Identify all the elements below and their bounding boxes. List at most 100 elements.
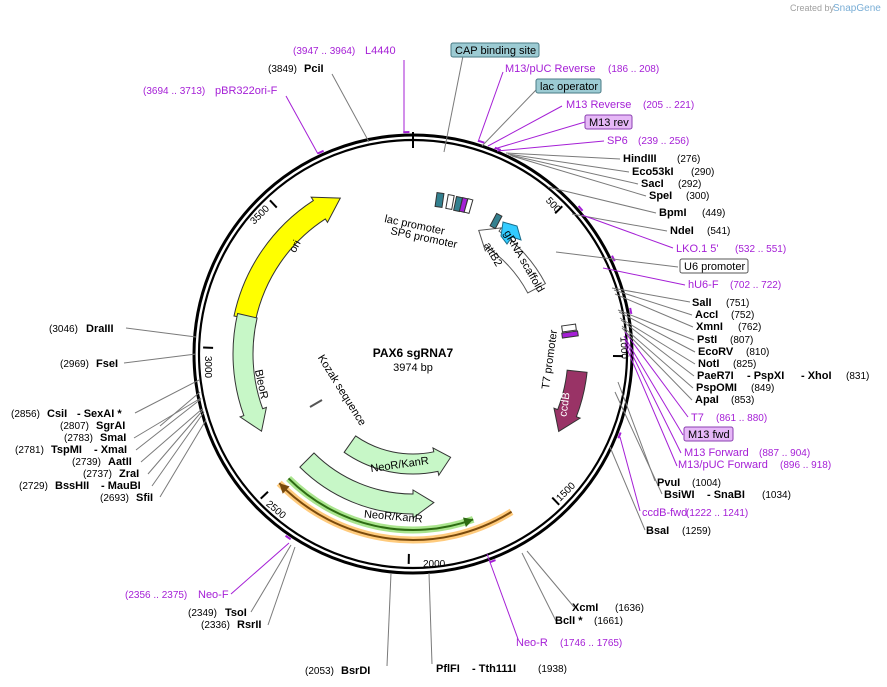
cap-site-block	[434, 192, 445, 208]
m13-rev-label: M13 rev	[589, 117, 629, 129]
ccdb-label: ccdB	[557, 392, 572, 418]
leader-psti	[617, 309, 695, 341]
leader-noti	[619, 317, 696, 365]
leader-xmni	[614, 293, 694, 328]
leader-draiii	[125, 327, 197, 338]
bsshii-pos: (2729)	[19, 481, 48, 492]
leader-eco53ki	[507, 153, 630, 173]
leader-fsei	[123, 353, 197, 364]
leader-saci	[509, 154, 639, 185]
ndei-name: NdeI	[670, 225, 694, 237]
neo-orange-arc-head	[279, 483, 290, 494]
bsai-pos: (1259)	[682, 526, 711, 537]
primer-site-mark	[611, 255, 616, 262]
psti-pos: (807)	[730, 335, 753, 346]
tick-mark-2500	[260, 491, 269, 500]
bpmi-name: BpmI	[659, 207, 687, 219]
backbone-ticks	[203, 132, 623, 564]
pflfi-pos: (1938)	[538, 664, 567, 675]
leader-smai	[133, 397, 202, 439]
m13puc-fwd-name: M13/pUC Forward	[678, 459, 768, 471]
tspmi-name: TspMI	[51, 444, 82, 456]
psti-name: PstI	[697, 334, 717, 346]
rsrii-name: RsrII	[237, 619, 261, 631]
bsrdi-pos: (2053)	[305, 666, 334, 677]
paer7i-pos: (831)	[846, 371, 869, 382]
m13-reverse-name: M13 Reverse	[566, 99, 631, 111]
tspmi-pos: (2781)	[15, 445, 44, 456]
sfii-name: SfiI	[136, 492, 153, 504]
hu6-pos: (702 .. 722)	[730, 280, 781, 291]
neor-arrow-outer	[299, 452, 435, 519]
saci-name: SacI	[641, 178, 664, 190]
leader-pspomi	[621, 325, 694, 389]
attb2-block	[489, 212, 503, 230]
leader-bcli	[521, 552, 557, 622]
tick-mark-500	[554, 205, 563, 215]
u6-promoter-box	[679, 258, 749, 274]
sfii-pos: (2693)	[100, 493, 129, 504]
bpmi-pos: (449)	[702, 208, 725, 219]
t7-promoter-block	[561, 323, 577, 333]
sp6-block	[463, 197, 474, 215]
snapgene-logo-text: SnapGene	[833, 3, 881, 14]
neo-f-name: Neo-F	[198, 589, 229, 601]
leader-sfii	[159, 419, 207, 498]
sgrai-name: SgrAI	[96, 420, 125, 432]
neo-green-arc-head	[462, 517, 474, 528]
leader-sgrai	[159, 391, 201, 427]
plasmid-length: 3974 bp	[393, 362, 433, 374]
spei-name: SpeI	[649, 190, 672, 202]
primer-site-mark	[577, 205, 584, 212]
bsai-name: BsaI	[646, 525, 669, 537]
feature-arrows	[232, 131, 633, 564]
pbr-name: pBR322ori-F	[215, 85, 278, 97]
primer-site-mark	[489, 559, 496, 564]
ndei-pos: (541)	[707, 226, 730, 237]
pvui-pos: (1004)	[692, 478, 721, 489]
leader-csii	[134, 379, 200, 414]
smai-name: SmaI	[100, 432, 126, 444]
pspomi-pos: (849)	[751, 383, 774, 394]
rsrii-pos: (2336)	[201, 620, 230, 631]
leader-cap	[443, 55, 464, 153]
neo-green-arc	[287, 477, 474, 531]
m13-rev-box	[584, 114, 633, 130]
noti-pos: (825)	[733, 359, 756, 370]
leader-spei	[511, 155, 647, 197]
m13puc-fwd-pos: (896 .. 918)	[780, 460, 831, 471]
bsshii-name: BssHII	[55, 480, 89, 492]
neor-arrow-inner	[343, 435, 452, 477]
lac-promoter-block	[445, 194, 455, 210]
fsei-name: FseI	[96, 358, 118, 370]
leader-neo-f	[230, 542, 290, 595]
leader-paer7i	[620, 319, 695, 377]
leader-m13puc-fwd	[624, 343, 678, 467]
ccdb-arrow	[553, 369, 588, 433]
l4440-pos: (3947 .. 3964)	[293, 46, 355, 57]
pbr-pos: (3694 .. 3713)	[143, 86, 205, 97]
primer-site-mark	[317, 149, 325, 155]
xcmi-name: XcmI	[572, 602, 598, 614]
spei-pos: (300)	[686, 191, 709, 202]
leader-ecorv	[618, 311, 696, 353]
aatii-name: AatII	[108, 456, 132, 468]
sexai-name: - SexAI *	[77, 408, 122, 420]
lko-pos: (532 .. 551)	[735, 244, 786, 255]
leader-m13forward	[624, 339, 682, 454]
leader-acci	[613, 289, 693, 316]
leader-sp6	[496, 140, 605, 152]
sgrai-pos: (2807)	[60, 421, 89, 432]
leader-m13fwd	[623, 335, 684, 436]
paer7i-name: PaeR7I	[697, 370, 734, 382]
bcli-name: BclI *	[555, 615, 583, 627]
eco53ki-name: Eco53kI	[632, 166, 674, 178]
leader-sali	[611, 287, 691, 303]
leader-pflfi	[428, 572, 433, 665]
cap-binding-site-box	[450, 42, 540, 58]
tick-2000: 2000	[423, 559, 446, 570]
tick-3000: 3000	[202, 356, 213, 379]
leader-lko	[581, 214, 674, 249]
eco53ki-pos: (290)	[691, 167, 714, 178]
